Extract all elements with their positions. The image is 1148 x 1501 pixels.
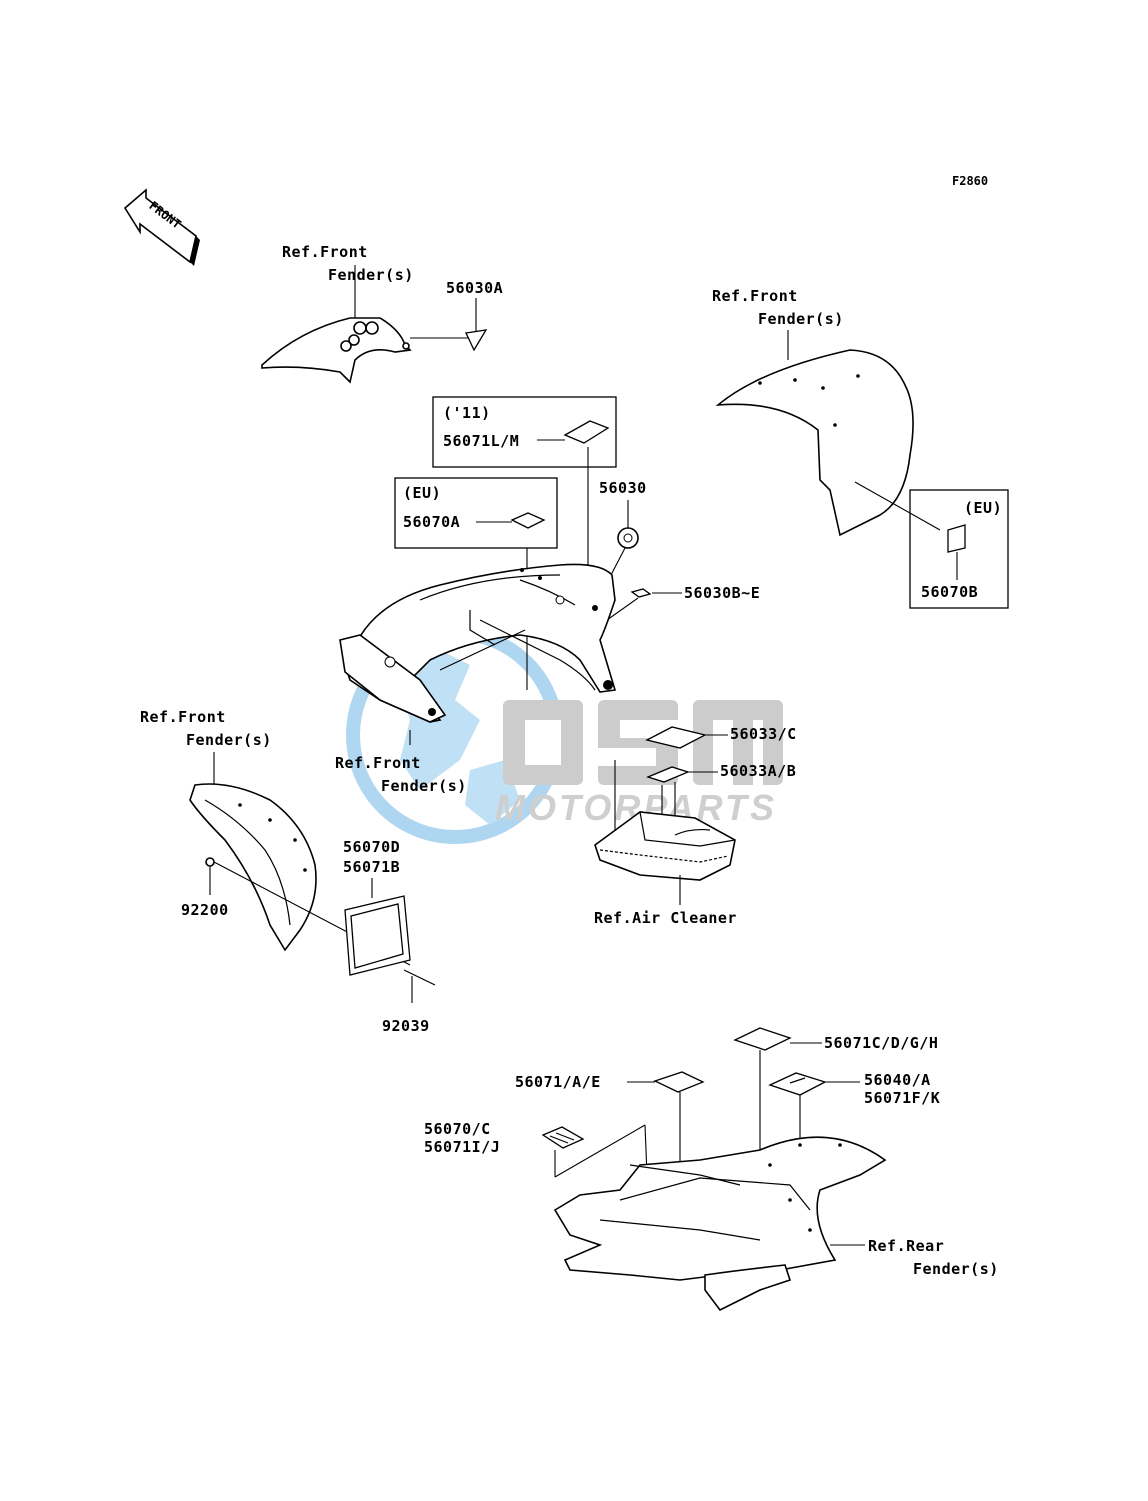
decal-56071LM-icon [563, 420, 610, 444]
bolt-92200-icon [205, 857, 215, 867]
figure-code: F2860 [952, 174, 988, 188]
front-fender-center-assembly [339, 563, 617, 723]
box-eu-left-part: 56070A [403, 513, 460, 531]
callout-ref-air-cleaner: Ref.Air Cleaner [594, 909, 737, 927]
callout-ref-front-fender-c-line1: Ref.Front [335, 754, 421, 772]
callout-56071IJ: 56071I/J [424, 1138, 500, 1156]
box-eu-right [909, 489, 1009, 609]
decal-56040A-icon [768, 1072, 827, 1096]
decal-56030BE-icon [630, 588, 652, 598]
callout-92039: 92039 [382, 1017, 430, 1035]
callout-56070D: 56070D [343, 838, 400, 856]
box-eu-right-part: 56070B [921, 583, 978, 601]
callout-ref-rear-fender-line1: Ref.Rear [868, 1237, 944, 1255]
front-fender-right-part [715, 349, 914, 537]
callout-92200: 92200 [181, 901, 229, 919]
screw-92039-icon [403, 969, 436, 986]
front-arrow-icon: FRONT [123, 188, 200, 266]
callout-56030: 56030 [599, 479, 647, 497]
air-cleaner-cover-part [594, 811, 736, 881]
box-11 [432, 396, 617, 468]
decal-56070B-icon [947, 524, 966, 553]
callout-ref-front-fender-tl-line2: Fender(s) [328, 266, 414, 284]
callout-ref-front-fender-c-line2: Fender(s) [381, 777, 467, 795]
callout-56033AB: 56033A/B [720, 762, 796, 780]
front-fender-mid-left-part [189, 783, 317, 952]
front-fender-left-part [261, 317, 412, 384]
decal-56071AE-icon [653, 1071, 705, 1093]
callout-56071AE: 56071/A/E [515, 1073, 601, 1091]
box-11-part: 56071L/M [443, 432, 519, 450]
decal-56071CDGH-icon [733, 1027, 792, 1051]
callout-56071CDGH: 56071C/D/G/H [824, 1034, 938, 1052]
decal-56030A-icon [465, 329, 488, 352]
decal-56070A-icon [510, 512, 546, 529]
callout-ref-rear-fender-line2: Fender(s) [913, 1260, 999, 1278]
box-eu-right-variant: (EU) [964, 499, 1002, 517]
decal-56070C-icon [541, 1126, 585, 1149]
callout-56040A: 56040/A [864, 1071, 931, 1089]
callout-56030B-E: 56030B~E [684, 584, 760, 602]
box-eu-left-variant: (EU) [403, 484, 441, 502]
callout-ref-front-fender-tr-line2: Fender(s) [758, 310, 844, 328]
callout-56033C: 56033/C [730, 725, 797, 743]
callout-56070C: 56070/C [424, 1120, 491, 1138]
box-11-variant: ('11) [443, 404, 491, 422]
callout-ref-front-fender-ml-line1: Ref.Front [140, 708, 226, 726]
callout-56071B: 56071B [343, 858, 400, 876]
callout-56071FK: 56071F/K [864, 1089, 940, 1107]
callout-56030A: 56030A [446, 279, 503, 297]
callout-ref-front-fender-tr-line1: Ref.Front [712, 287, 798, 305]
callout-ref-front-fender-tl-line1: Ref.Front [282, 243, 368, 261]
box-eu-left [394, 477, 558, 549]
callout-ref-front-fender-ml-line2: Fender(s) [186, 731, 272, 749]
watermark: MOTORPARTS [346, 626, 783, 844]
rear-fender-part [553, 1136, 887, 1312]
